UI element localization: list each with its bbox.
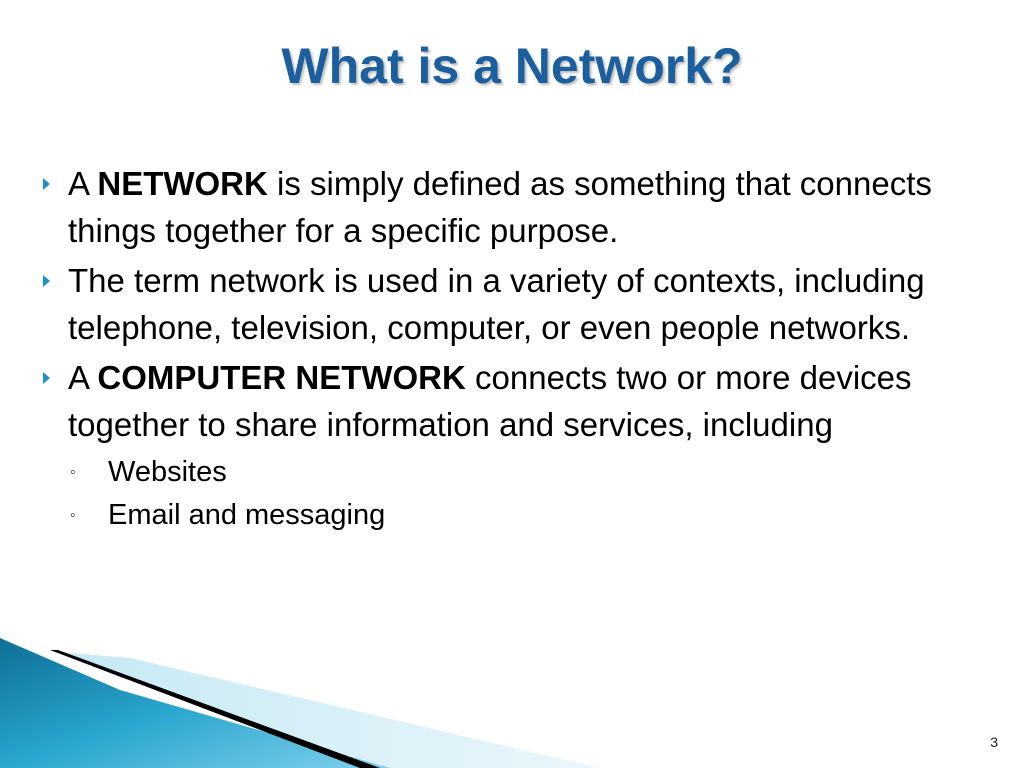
slide-title: What is a Network?: [281, 38, 743, 94]
bullet-text-pre: A: [68, 359, 98, 396]
triangle-bullet-icon: [43, 178, 50, 190]
bullet-text-post: is simply defined as something that conn…: [68, 165, 932, 249]
bullet-text-post: connects two or more devices together to…: [68, 359, 912, 443]
bullet-item: A NETWORK is simply defined as something…: [40, 160, 980, 254]
deco-dark-stripe: [50, 650, 380, 768]
circle-bullet-icon: ◦: [70, 507, 76, 524]
triangle-bullet-icon: [43, 275, 50, 287]
bullet-item: The term network is used in a variety of…: [40, 257, 980, 351]
deco-light-band: [60, 652, 600, 768]
circle-bullet-icon: ◦: [70, 464, 76, 481]
bullet-text-pre: The term network is used in a variety of…: [68, 262, 925, 346]
sub-bullet-text: Websites: [108, 456, 227, 488]
bullet-text-pre: A: [68, 165, 98, 202]
bullet-list: A NETWORK is simply defined as something…: [40, 160, 980, 537]
bullet-text-bold: COMPUTER NETWORK: [97, 359, 466, 396]
bullet-item: A COMPUTER NETWORK connects two or more …: [40, 354, 980, 448]
triangle-bullet-icon: [43, 372, 50, 384]
deco-teal-wedge: [0, 638, 390, 768]
sub-bullet-text: Email and messaging: [108, 499, 386, 531]
page-number: 3: [990, 734, 998, 750]
sub-bullet-list: ◦ Websites ◦ Email and messaging: [40, 451, 980, 537]
bullet-text-bold: NETWORK: [97, 165, 268, 202]
bottom-decoration: [0, 638, 600, 768]
sub-bullet-item: ◦ Websites: [70, 451, 980, 494]
sub-bullet-item: ◦ Email and messaging: [70, 494, 980, 537]
